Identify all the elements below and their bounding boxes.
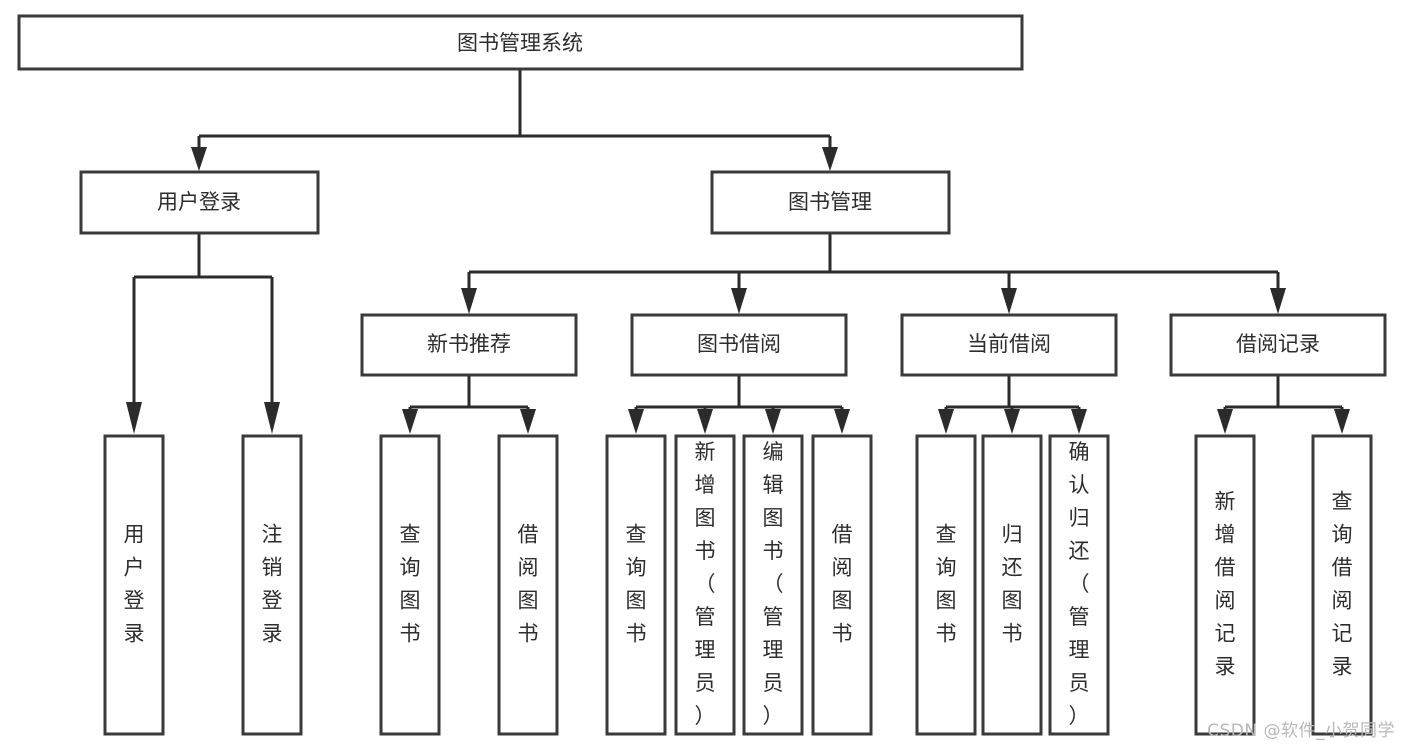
node-leaf-add-book-label: 新增图书（管理员） (695, 440, 716, 728)
node-leaf-borrow-book-2[interactable]: 借阅图书 (811, 434, 873, 736)
node-leaf-add-record-box[interactable] (1194, 434, 1256, 736)
node-borrow-record[interactable]: 借阅记录 (1169, 313, 1387, 377)
node-book-borrow-label: 图书借阅 (697, 332, 781, 356)
node-leaf-query-book-1-box[interactable] (379, 434, 441, 736)
node-leaf-confirm-return[interactable]: 确认归还（管理员） (1048, 434, 1110, 736)
node-leaf-query-book-1[interactable]: 查询图书 (379, 434, 441, 736)
node-root-box[interactable] (17, 14, 1024, 71)
arrowhead-leaf-query-book-2 (628, 409, 644, 434)
node-leaf-user-logout[interactable]: 注销登录 (241, 434, 303, 736)
node-leaf-query-book-3[interactable]: 查询图书 (915, 434, 977, 736)
node-leaf-return-book-label: 归还图书 (1002, 523, 1023, 646)
arrowhead-leaf-query-record (1334, 409, 1350, 434)
node-leaf-edit-book[interactable]: 编辑图书（管理员） (742, 434, 804, 736)
arrowhead-user-login (191, 147, 207, 171)
node-book-management-label: 图书管理 (788, 190, 872, 214)
node-leaf-edit-book-label: 编辑图书（管理员） (763, 440, 784, 728)
arrowhead-leaf-add-book (697, 409, 713, 434)
node-leaf-borrow-book-1-box[interactable] (497, 434, 559, 736)
node-current-borrow-box[interactable] (900, 313, 1118, 377)
node-borrow-record-label: 借阅记录 (1236, 332, 1320, 356)
arrowhead-leaf-query-book-3 (938, 409, 954, 434)
arrowhead-leaf-user-login (126, 402, 142, 434)
node-leaf-confirm-return-box[interactable] (1048, 434, 1110, 736)
node-root[interactable]: 图书管理系统 (17, 14, 1024, 71)
node-leaf-query-book-2-label: 查询图书 (626, 523, 647, 646)
node-user-login-box[interactable] (79, 170, 320, 235)
node-user-login[interactable]: 用户登录 (79, 170, 320, 235)
node-leaf-user-login-box[interactable] (103, 434, 165, 736)
node-leaf-borrow-book-2-box[interactable] (811, 434, 873, 736)
arrowhead-book-management (822, 147, 838, 171)
node-book-borrow-box[interactable] (630, 313, 848, 377)
node-user-login-label: 用户登录 (157, 190, 241, 214)
arrowhead-leaf-add-record (1217, 409, 1233, 434)
node-leaf-confirm-return-label: 确认归还（管理员） (1069, 440, 1090, 728)
node-leaf-query-record-box[interactable] (1311, 434, 1373, 736)
arrowhead-leaf-user-logout (264, 402, 280, 434)
node-borrow-record-box[interactable] (1169, 313, 1387, 377)
node-root-label: 图书管理系统 (457, 31, 583, 55)
node-new-book-recommend-box[interactable] (360, 313, 578, 377)
node-current-borrow[interactable]: 当前借阅 (900, 313, 1118, 377)
node-leaf-query-record[interactable]: 查询借阅记录 (1311, 434, 1373, 736)
arrowhead-leaf-confirm-return (1071, 409, 1087, 434)
node-new-book-recommend[interactable]: 新书推荐 (360, 313, 578, 377)
node-leaf-edit-book-box[interactable] (742, 434, 804, 736)
node-leaf-query-record-label: 查询借阅记录 (1332, 490, 1353, 679)
csdn-watermark: CSDN @软件_小贺同学 (1207, 721, 1395, 741)
node-leaf-query-book-2-box[interactable] (605, 434, 667, 736)
node-leaf-query-book-2[interactable]: 查询图书 (605, 434, 667, 736)
connector-layer (126, 69, 1350, 434)
node-leaf-query-book-3-label: 查询图书 (936, 523, 957, 646)
arrowhead-new-book-recommend (461, 288, 477, 314)
arrowhead-leaf-borrow-book-2 (834, 409, 850, 434)
arrowhead-book-borrow (731, 288, 747, 314)
arrowhead-leaf-query-book-1 (402, 409, 418, 434)
arrowhead-leaf-return-book (1004, 409, 1020, 434)
node-leaf-return-book-box[interactable] (981, 434, 1043, 736)
node-leaf-user-logout-box[interactable] (241, 434, 303, 736)
arrowhead-current-borrow (1001, 288, 1017, 314)
node-leaf-query-book-1-label: 查询图书 (400, 523, 421, 646)
node-leaf-query-book-3-box[interactable] (915, 434, 977, 736)
node-leaf-user-logout-label: 注销登录 (262, 523, 283, 646)
node-leaf-borrow-book-2-label: 借阅图书 (832, 523, 853, 646)
node-leaf-user-login[interactable]: 用户登录 (103, 434, 165, 736)
arrowhead-borrow-record (1270, 288, 1286, 314)
node-leaf-borrow-book-1[interactable]: 借阅图书 (497, 434, 559, 736)
node-leaf-add-book[interactable]: 新增图书（管理员） (674, 434, 736, 736)
node-leaf-user-login-label: 用户登录 (124, 523, 145, 646)
node-current-borrow-label: 当前借阅 (967, 332, 1051, 356)
node-leaf-borrow-book-1-label: 借阅图书 (518, 523, 539, 646)
node-book-borrow[interactable]: 图书借阅 (630, 313, 848, 377)
arrowhead-leaf-borrow-book-1 (520, 409, 536, 434)
arrowhead-leaf-edit-book (765, 409, 781, 434)
node-book-management[interactable]: 图书管理 (710, 170, 951, 235)
node-book-management-box[interactable] (710, 170, 951, 235)
node-leaf-add-record-label: 新增借阅记录 (1215, 490, 1236, 679)
node-leaf-return-book[interactable]: 归还图书 (981, 434, 1043, 736)
node-leaf-add-book-box[interactable] (674, 434, 736, 736)
node-new-book-recommend-label: 新书推荐 (427, 332, 511, 356)
node-leaf-add-record[interactable]: 新增借阅记录 (1194, 434, 1256, 736)
